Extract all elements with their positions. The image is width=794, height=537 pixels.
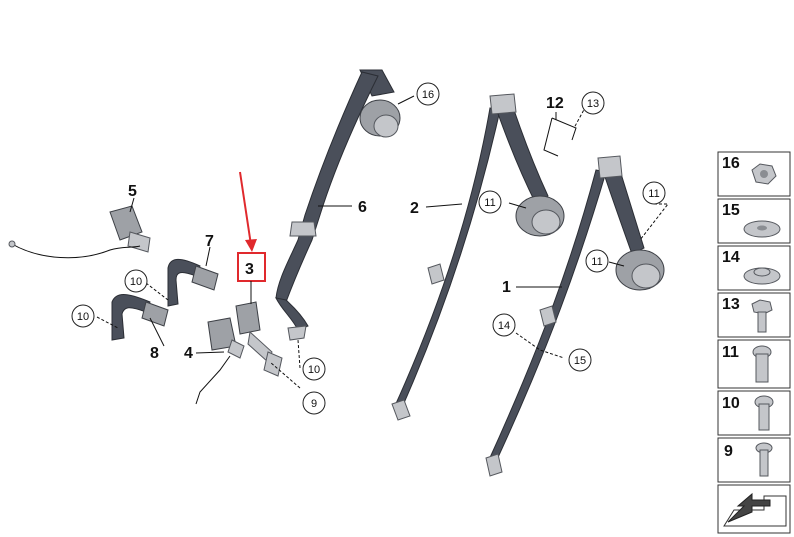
- callout-12: 12: [546, 95, 564, 112]
- circle-callout-14: 14: [492, 313, 516, 337]
- svg-text:16: 16: [422, 89, 434, 101]
- washer-icon: [743, 220, 781, 238]
- svg-text:10: 10: [722, 395, 740, 412]
- part-8-buckle-strap[interactable]: [111, 294, 169, 341]
- callout-2: 2: [410, 200, 419, 217]
- part-4-buckle-with-wire[interactable]: [195, 317, 245, 405]
- part-2-side-belt[interactable]: [391, 93, 565, 421]
- svg-text:11: 11: [484, 197, 495, 209]
- callout-8: 8: [150, 345, 159, 362]
- part-12-wire-clip[interactable]: [543, 117, 577, 157]
- svg-text:10: 10: [308, 364, 320, 376]
- svg-text:9: 9: [724, 443, 733, 460]
- legend-arrow-row: [717, 484, 791, 534]
- circle-callout-13: 13: [581, 91, 605, 115]
- torx-bolt-icon: [752, 345, 772, 383]
- circle-callout-10-c: 10: [302, 357, 326, 381]
- part-6-center-belt[interactable]: [275, 69, 401, 341]
- circle-callout-9: 9: [302, 391, 326, 415]
- torx-bolt-short-icon: [754, 395, 774, 431]
- part-7-buckle-strap[interactable]: [167, 259, 219, 307]
- svg-text:10: 10: [77, 311, 89, 323]
- legend-row-16[interactable]: 16: [717, 151, 791, 197]
- callout-3: 3: [245, 261, 254, 278]
- svg-text:13: 13: [722, 296, 740, 313]
- circle-callout-11-right-top: 11: [642, 181, 666, 205]
- svg-text:16: 16: [722, 155, 740, 172]
- fastener-legend: 16 15 14 13: [717, 151, 791, 534]
- legend-row-10[interactable]: 10: [717, 390, 791, 436]
- svg-text:11: 11: [591, 256, 602, 268]
- callout-1: 1: [502, 279, 511, 296]
- hex-nut-icon: [751, 163, 777, 185]
- svg-text:15: 15: [722, 202, 740, 219]
- svg-text:11: 11: [722, 344, 739, 361]
- torx-bolt-small-icon: [755, 442, 773, 477]
- svg-text:14: 14: [498, 320, 510, 332]
- legend-row-11[interactable]: 11: [717, 339, 791, 389]
- svg-text:9: 9: [311, 398, 317, 410]
- circle-callout-15: 15: [568, 348, 592, 372]
- callout-4: 4: [184, 345, 193, 362]
- svg-text:11: 11: [648, 188, 659, 200]
- svg-text:14: 14: [722, 249, 740, 266]
- legend-row-15[interactable]: 15: [717, 198, 791, 244]
- part-3-buckle[interactable]: [235, 301, 283, 377]
- circle-callout-11-left: 11: [478, 190, 502, 214]
- svg-text:13: 13: [587, 98, 599, 110]
- callout-5: 5: [128, 183, 137, 200]
- hex-collar-bolt-icon: [751, 299, 773, 333]
- callout-7: 7: [205, 233, 214, 250]
- circle-callout-11-right: 11: [585, 249, 609, 273]
- callout-6: 6: [358, 199, 367, 216]
- circle-callout-16: 16: [416, 82, 440, 106]
- part-5-buckle-with-cable[interactable]: [8, 205, 151, 259]
- svg-text:10: 10: [130, 276, 142, 288]
- leader-lines: [96, 95, 670, 389]
- legend-row-9[interactable]: 9: [717, 437, 791, 483]
- circle-callout-10-a: 10: [124, 269, 148, 293]
- ribbed-washer-icon: [743, 267, 781, 285]
- legend-row-13[interactable]: 13: [717, 292, 791, 338]
- legend-row-14[interactable]: 14: [717, 245, 791, 291]
- highlight-box: [237, 252, 266, 282]
- part-1-side-belt[interactable]: [485, 155, 665, 477]
- circle-callout-10-b: 10: [71, 304, 95, 328]
- svg-text:15: 15: [574, 355, 586, 367]
- direction-arrow-icon: [723, 492, 787, 527]
- highlight-arrow: [239, 171, 257, 252]
